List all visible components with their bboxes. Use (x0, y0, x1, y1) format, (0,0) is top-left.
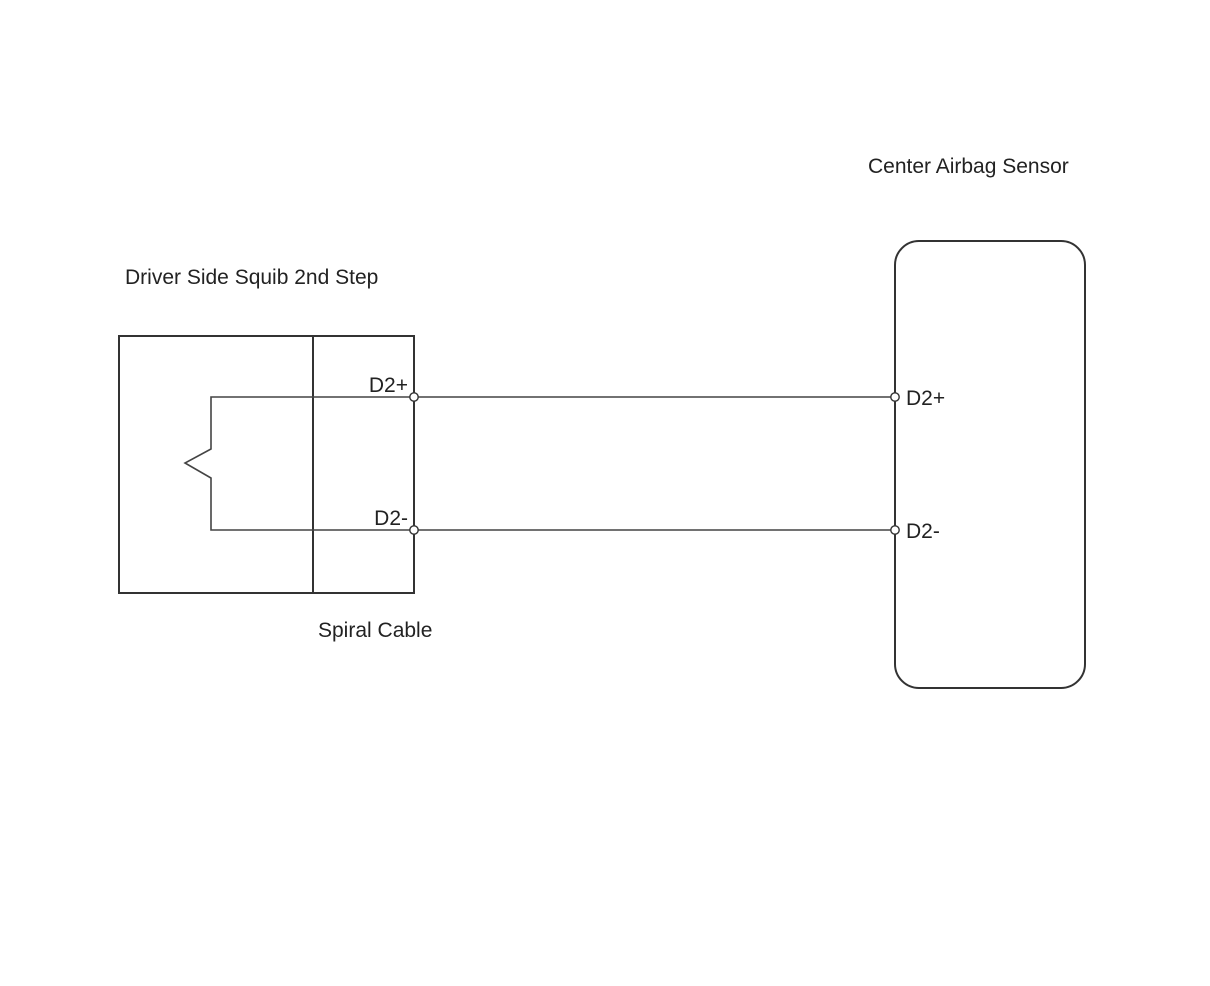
squib-box (118, 335, 415, 594)
sensor-terminal-minus-label: D2- (906, 520, 940, 543)
squib-terminal-minus-label: D2- (374, 507, 408, 530)
spiral-cable-label: Spiral Cable (318, 619, 432, 642)
sensor-terminal-plus-label: D2+ (906, 387, 945, 410)
squib-terminal-minus (409, 525, 419, 535)
sensor-label: Center Airbag Sensor (868, 155, 1069, 178)
sensor-terminal-minus (890, 525, 900, 535)
sensor-terminal-plus (890, 392, 900, 402)
squib-terminal-plus-label: D2+ (369, 374, 408, 397)
sensor-box (894, 240, 1086, 689)
squib-terminal-plus (409, 392, 419, 402)
squib-label: Driver Side Squib 2nd Step (125, 266, 378, 289)
squib-element (183, 396, 410, 531)
